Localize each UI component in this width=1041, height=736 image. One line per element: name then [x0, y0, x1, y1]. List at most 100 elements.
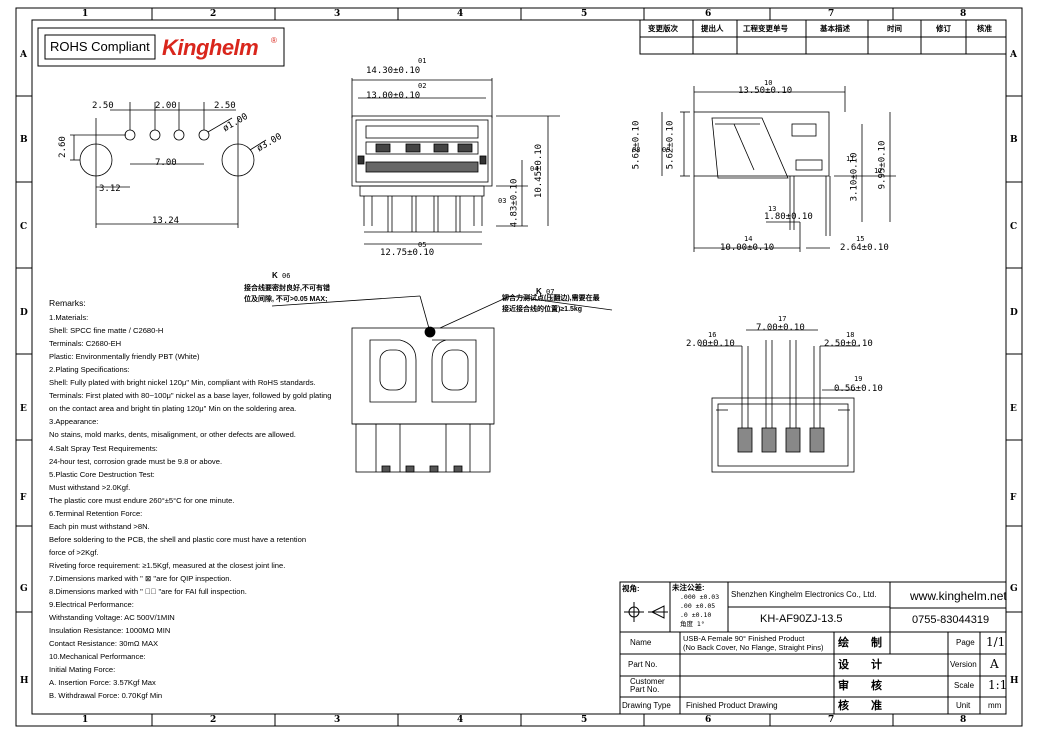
zone-col-4-bottom: 4	[457, 715, 464, 725]
remarks-line: Contact Resistance: 30mΩ MAX	[49, 639, 159, 649]
balloon-04: 04	[530, 165, 539, 173]
zone-row-b: B	[20, 135, 28, 145]
remarks-line: force of >2Kgf.	[49, 547, 99, 557]
rev-col-revision: 修订	[936, 24, 951, 33]
customer-part-no-label-2: Part No.	[630, 685, 660, 694]
tolerance-label: 未注公差:	[672, 583, 705, 592]
balloon-12: 12	[874, 167, 883, 175]
remarks-line: B. Withdrawal Force: 0.70Kgf Min	[49, 691, 163, 701]
balloon-18: 18	[846, 331, 855, 339]
remarks-line: Must withstand >2.0Kgf.	[49, 482, 131, 492]
tolerance-row-3: .0 ±0.10	[680, 611, 712, 619]
dim-rear-pitch-right: 2.50±0.10	[824, 339, 873, 349]
side-view	[661, 86, 896, 252]
zone-col-5-bottom: 5	[581, 715, 588, 725]
zone-row-e-right: E	[1010, 404, 1017, 414]
product-name-line-2: (No Back Cover, No Flange, Straight Pins…	[683, 643, 824, 652]
seal-note-line-2: 位及间隙, 不可>0.05 MAX;	[244, 296, 328, 303]
remarks-line: Terminals: First plated with 80~100μ" ni…	[49, 391, 332, 401]
zone-col-3-bottom: 3	[334, 715, 341, 725]
brand-logo: Kinghelm	[162, 35, 259, 60]
balloon-08: 08	[632, 146, 641, 154]
dim-pin-span: 7.00	[155, 158, 177, 168]
dim-side-pin-offset: 2.64±0.10	[840, 243, 889, 253]
unit-value: mm	[988, 701, 1002, 710]
logo-frame	[37, 27, 285, 67]
zone-col-2-bottom: 2	[210, 715, 217, 725]
k-balloon-1: K	[272, 271, 278, 280]
remarks-line: Insulation Resistance: 1000MΩ MIN	[49, 626, 171, 636]
dim-peg-to-pin: 3.12	[99, 184, 121, 194]
remarks-line: 3.Appearance:	[49, 417, 99, 427]
zone-row-g: G	[20, 584, 28, 594]
dim-hole-vertical: 2.60	[57, 136, 68, 158]
zone-col-3: 3	[334, 9, 341, 19]
balloon-13: 13	[768, 205, 777, 213]
dim-hole-pitch-right: 2.50	[214, 101, 236, 111]
balloon-09: 09	[662, 146, 671, 154]
remarks-line: Terminals: C2680-EH	[49, 339, 122, 349]
version-value: A	[990, 657, 999, 671]
zone-row-e: E	[20, 404, 27, 414]
title-block	[619, 581, 1007, 715]
balloon-19: 19	[854, 375, 863, 383]
rev-col-date: 时间	[887, 24, 902, 33]
scale-label: Scale	[954, 681, 975, 690]
balloon-01: 01	[418, 57, 427, 65]
customer-part-no-label-1: Customer	[630, 677, 665, 686]
k-balloon-2: K	[536, 287, 542, 296]
zone-col-6: 6	[705, 9, 712, 19]
dim-side-peg-distance: 10.00±0.10	[720, 243, 775, 253]
zone-col-1-bottom: 1	[82, 715, 89, 725]
pcb-hole-layout	[70, 102, 267, 228]
zone-col-7-bottom: 7	[828, 715, 835, 725]
part-no-label: Part No.	[628, 660, 658, 669]
rev-col-version: 变更版次	[648, 24, 678, 33]
remarks-heading: Remarks:	[49, 298, 86, 308]
remarks-line: Before soldering to the PCB, the shell a…	[49, 534, 307, 544]
balloon-10: 10	[764, 79, 773, 87]
review-label: 审 核	[838, 679, 882, 692]
balloon-06: 06	[282, 272, 291, 280]
zone-row-f: F	[20, 493, 27, 503]
dim-rear-pin-width: 0.56±0.10	[834, 384, 883, 394]
drawing-type-value: Finished Product Drawing	[686, 701, 778, 710]
scale-value: 1:1	[988, 678, 1008, 692]
remarks-line: 2.Plating Specifications:	[49, 365, 130, 375]
top-view	[271, 295, 613, 473]
remarks-line: 5.Plastic Core Destruction Test:	[49, 469, 155, 479]
remarks-line: Plastic: Environmentally friendly PBT (W…	[49, 352, 200, 362]
page-value: 1/1	[986, 635, 1006, 649]
remarks-line: Each pin must withstand >8N.	[49, 521, 150, 531]
remarks-line: 4.Salt Spray Test Requirements:	[49, 443, 158, 453]
dim-front-pin-length: 4.83±0.10	[509, 178, 520, 228]
product-name-line-1: USB-A Female 90° Finished Product	[683, 634, 805, 643]
company-phone: 0755-83044319	[912, 614, 990, 626]
zone-col-8-bottom: 8	[960, 715, 967, 725]
zone-ticks	[16, 8, 1022, 726]
seal-note-line-1: 接合线要密封良好,不可有错	[244, 285, 330, 292]
view-angle-label: 视角:	[622, 584, 640, 593]
balloon-17: 17	[778, 315, 787, 323]
zone-col-5: 5	[581, 9, 588, 19]
rohs-label: ROHS Compliant	[50, 39, 150, 54]
dim-hole-pitch-mid: 2.00	[155, 101, 177, 111]
zone-row-b-right: B	[1010, 135, 1018, 145]
rev-col-description: 基本描述	[820, 24, 850, 33]
tolerance-row-1: .000 ±0.03	[680, 593, 720, 601]
company-website: www.kinghelm.net	[910, 589, 1007, 603]
zone-col-8: 8	[960, 9, 967, 19]
company-name: Shenzhen Kinghelm Electronics Co., Ltd.	[731, 590, 877, 599]
balloon-11: 11	[846, 155, 855, 163]
remarks-line: 24-hour test, corrosion grade must be 9.…	[49, 456, 223, 466]
balloon-15: 15	[856, 235, 865, 243]
balloon-02: 02	[418, 82, 427, 90]
rivet-note-line-2: 接近接合线的位置)≥1.5kg	[502, 306, 583, 313]
remarks-line: 8.Dimensions marked with " ⊠⃝ "are for F…	[49, 587, 247, 597]
balloon-14: 14	[744, 235, 753, 243]
remarks-line: 6.Terminal Retention Force:	[49, 508, 143, 518]
dim-hole-pitch-left: 2.50	[92, 101, 114, 111]
part-number: KH-AF90ZJ-13.5	[760, 613, 843, 625]
remarks-line: A. Insertion Force: 3.57Kgf Max	[49, 678, 156, 688]
